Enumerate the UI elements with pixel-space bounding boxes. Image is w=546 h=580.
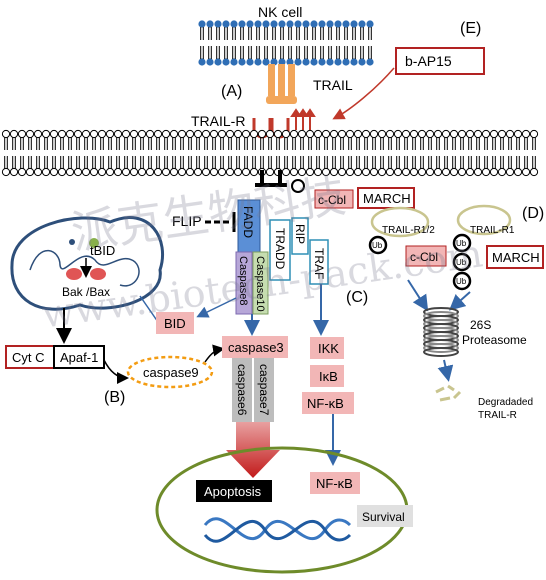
nfkb-box (302, 392, 354, 414)
upregulation-arrows-icon (290, 108, 316, 130)
r12-to-proteasome-arrow (407, 279, 429, 312)
b-ap15-label: b-AP15 (405, 53, 452, 69)
receptor-r12-arc-icon (370, 204, 512, 238)
ikk-label: IKK (318, 341, 339, 356)
b-ap15-arrow (332, 67, 395, 120)
caspase10-label: Caspase10 (254, 256, 266, 312)
survival-box (357, 505, 413, 527)
caspase9-oval (126, 355, 214, 389)
panel-a-label: (A) (221, 83, 242, 100)
ikb-label: IκB (319, 369, 338, 384)
panel-e-label: (E) (460, 20, 481, 37)
caspase10-box (252, 251, 269, 315)
mitochondrion (10, 216, 165, 311)
apaf1-to-caspase9-arrow (103, 359, 129, 384)
apoptosis-label: Apoptosis (204, 484, 262, 499)
caspase8-box (235, 251, 253, 315)
ub-small-icon (291, 179, 305, 193)
ub-icon-r12 (368, 235, 388, 255)
march-d-box (486, 245, 544, 269)
tradd-box (269, 219, 291, 281)
ub-label-3: Ub (456, 277, 467, 286)
degraded-fragments-icon (435, 384, 462, 402)
apaf1-box (53, 345, 105, 369)
ub-label-1: Ub (456, 239, 467, 248)
panel-c-label: (C) (346, 289, 368, 306)
panel-b-label: (B) (104, 389, 125, 406)
nfkb-label: NF-κB (307, 396, 344, 411)
bid-label: BID (164, 316, 186, 331)
ikb-box (310, 365, 344, 387)
nk-cell-membrane (198, 20, 374, 66)
c-cbl-top-label: c-Cbl (318, 193, 346, 207)
caspase9-to-caspase3-arrow (204, 344, 225, 363)
apaf1-label: Apaf-1 (60, 350, 98, 365)
caspase7-box (254, 358, 274, 422)
cyt-c-label: Cyt C (12, 350, 45, 365)
flip-label: FLIP (172, 213, 202, 229)
panel-d-label: (D) (522, 205, 544, 222)
ub-label-2: Ub (456, 258, 467, 267)
trail-label: TRAIL (313, 77, 353, 93)
caspase3-label: caspase3 (228, 340, 284, 355)
rip-label: RIP (293, 224, 307, 244)
target-cell-membrane (1, 129, 539, 177)
bak-bax-pore-icon (66, 258, 106, 280)
c-cbl-top-box (314, 189, 354, 209)
caspase9-label: caspase9 (143, 365, 199, 380)
apoptosis-box (196, 480, 272, 502)
r1-to-proteasome-arrow (449, 291, 471, 311)
degraded-label: Degradaded (478, 397, 533, 408)
ikk-box (310, 337, 344, 359)
trail-r12-label: TRAIL-R1/2 (382, 225, 435, 236)
tbid-dot-icon (89, 238, 99, 248)
degraded-trail-r-label: TRAIL-R (478, 410, 517, 421)
caspase7-label: caspase7 (257, 364, 271, 416)
dna-helix-icon (203, 517, 352, 543)
survival-label: Survival (362, 510, 405, 524)
trail-r-label: TRAIL-R (191, 113, 245, 129)
polyubiquitin-chain-icon (452, 233, 472, 291)
rip-box (291, 217, 309, 255)
c-cbl-d-label: c-Cbl (410, 250, 438, 264)
caspase8-to-bid-arrow (196, 297, 237, 318)
bid-to-mito-line (139, 295, 159, 323)
trail-r1-label: TRAIL-R1 (470, 225, 515, 236)
ub-label-r12: Ub (372, 241, 383, 250)
caspase6-box (232, 358, 252, 422)
tbid-label: tBID (90, 243, 115, 258)
tradd-label: TRADD (273, 228, 287, 270)
proteasome-label: Proteasome (462, 333, 527, 347)
bak-bax-label: Bak /Bax (62, 285, 110, 299)
b-ap15-box (395, 47, 485, 75)
proteasome-26s-label: 26S (470, 318, 491, 332)
receptor-stem (255, 170, 287, 187)
bid-box (156, 312, 194, 334)
march-d-label: MARCH (492, 250, 540, 265)
proteasome-26s-icon (423, 307, 459, 357)
traf-box (309, 239, 329, 285)
traf-label: TRAF (312, 248, 326, 279)
nk-cell-label: NK cell (258, 4, 302, 20)
march-top-box (357, 187, 415, 209)
trail-ligand (266, 64, 297, 104)
c-cbl-d-box (405, 245, 447, 267)
fadd-label: FADD (241, 206, 255, 238)
caspase8-label: Caspase8 (237, 256, 249, 306)
caspase6-label: caspase6 (235, 364, 249, 416)
march-top-label: MARCH (363, 191, 411, 206)
nfkb-nucleus-label: NF-κB (316, 476, 353, 491)
proteasome-to-degraded-arrow (437, 359, 454, 382)
caspase3-box (222, 336, 288, 358)
nfkb-nucleus-box (310, 472, 360, 494)
